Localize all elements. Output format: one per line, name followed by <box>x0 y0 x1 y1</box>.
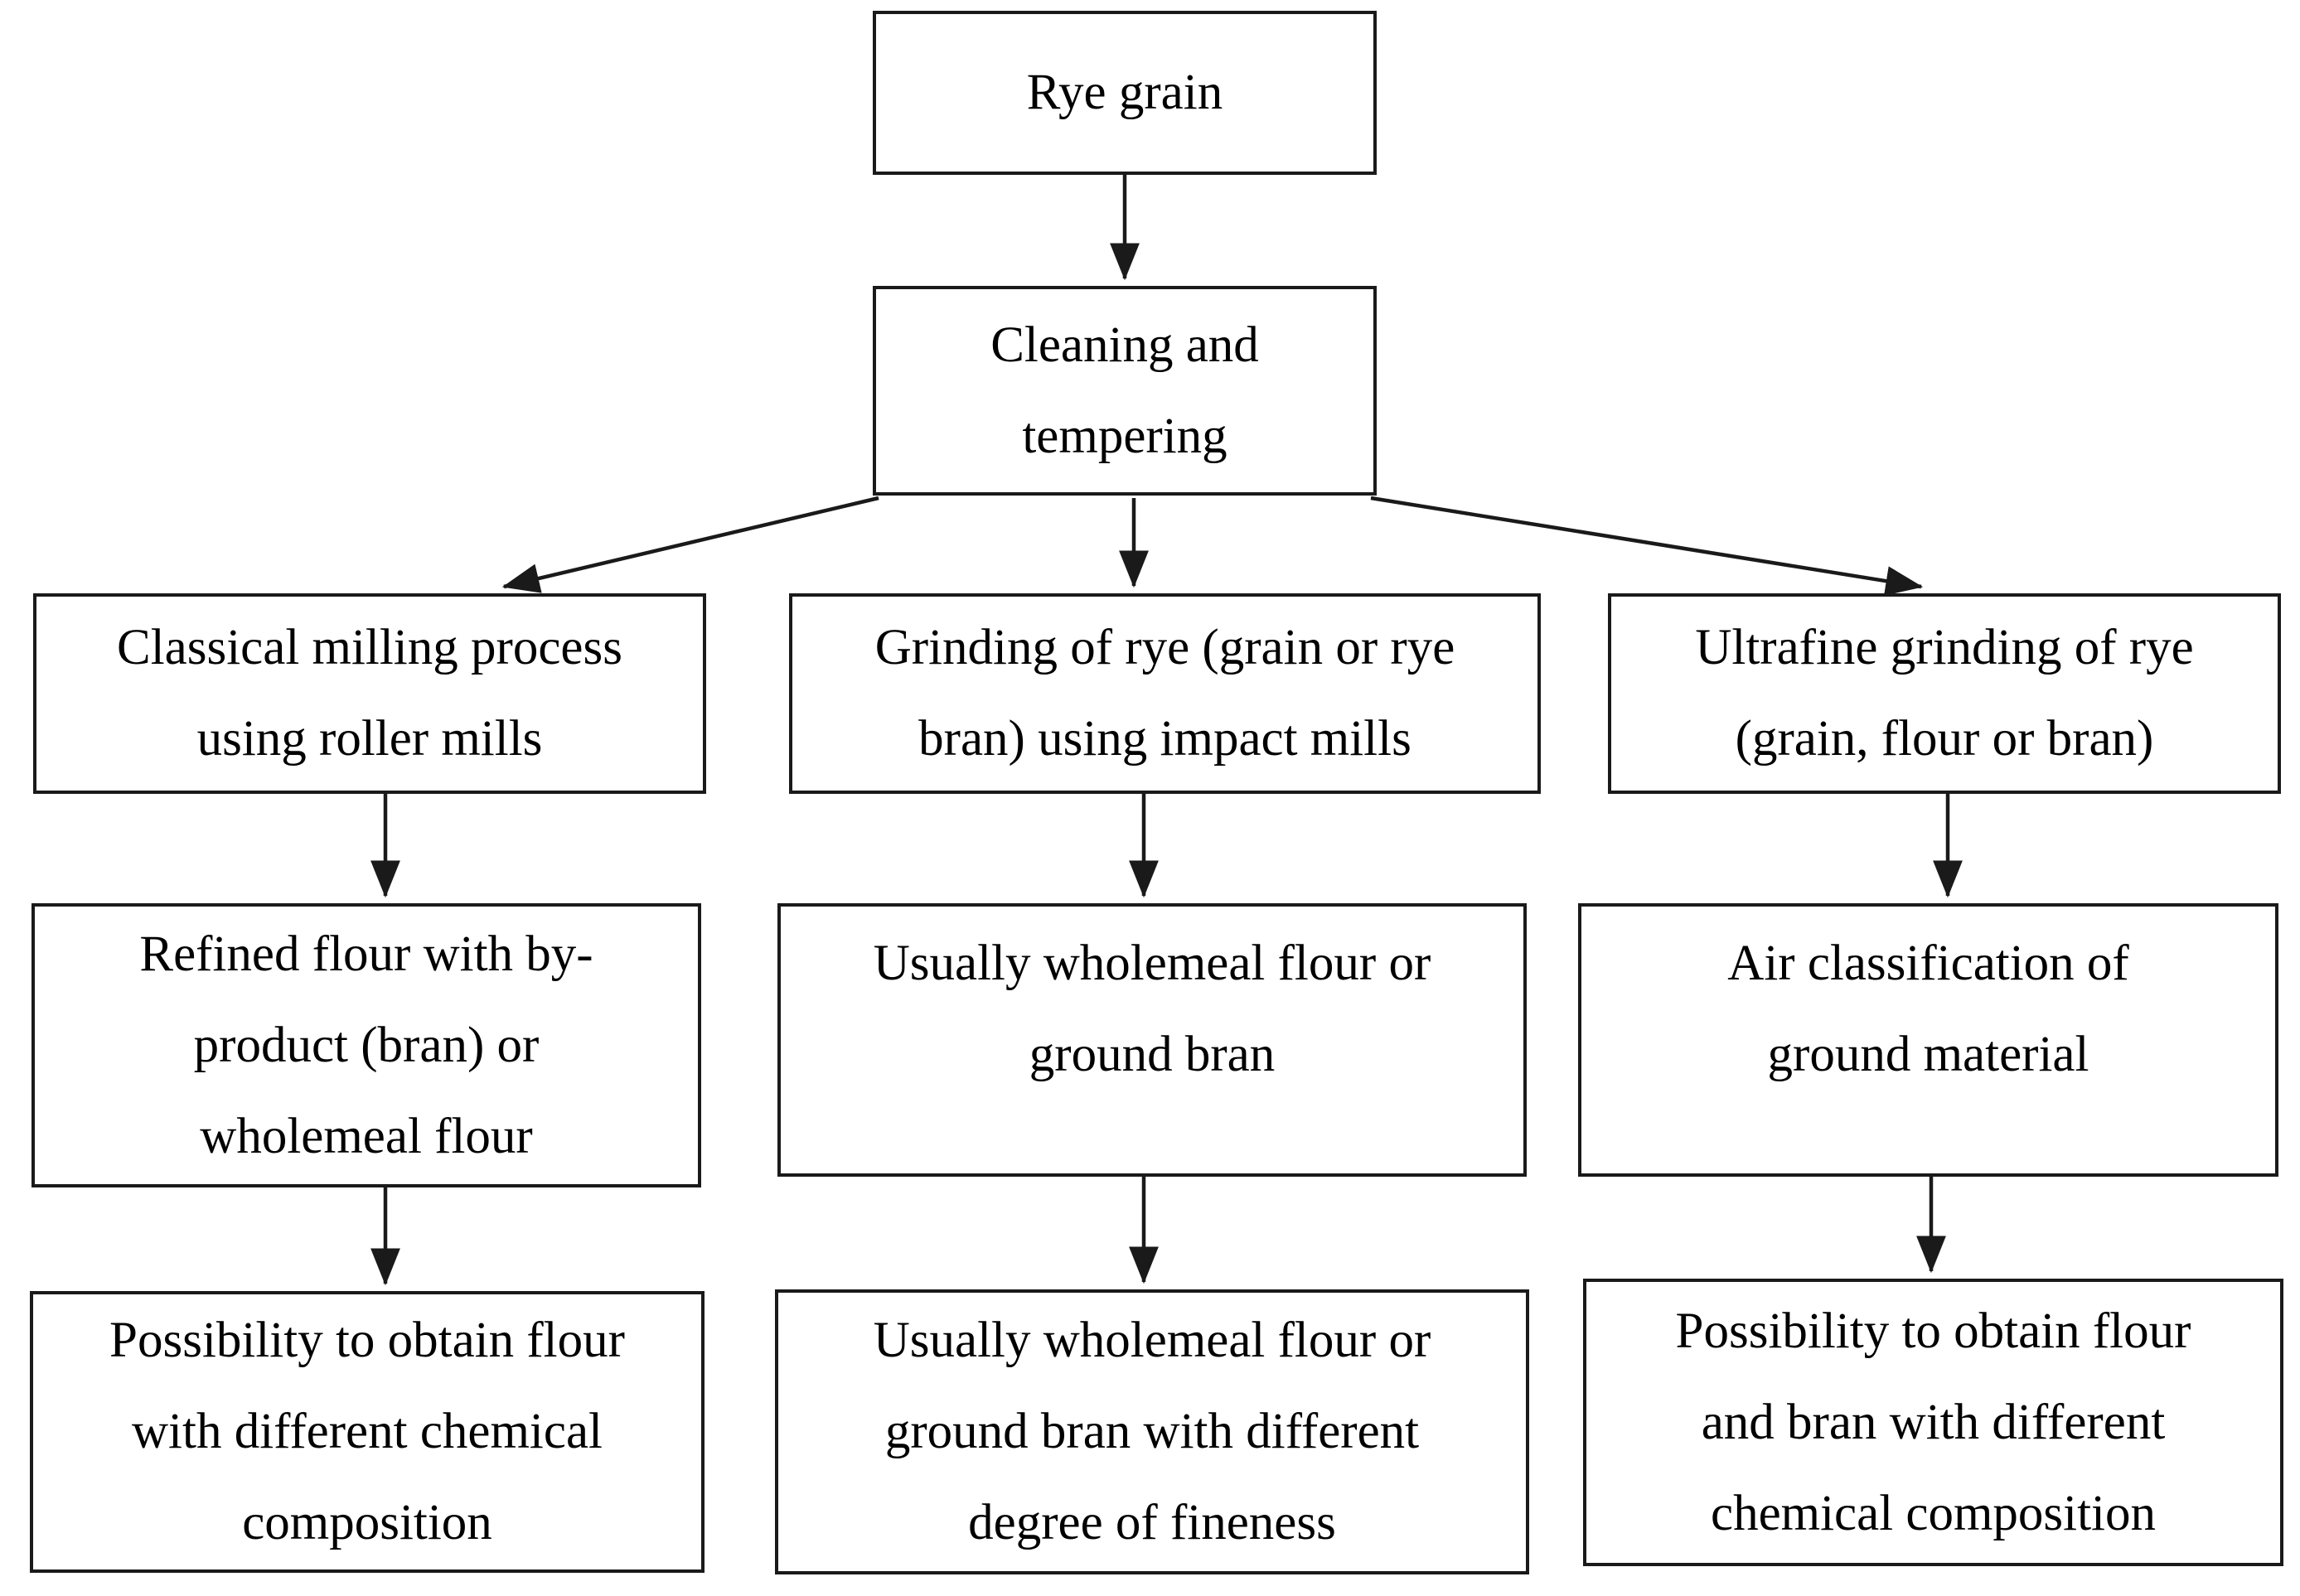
node-label: Refined flour with by- product (bran) or… <box>139 926 593 1164</box>
node-wholemeal-flour: Usually wholemeal flour or ground bran <box>777 903 1527 1177</box>
node-label: Cleaning and tempering <box>990 317 1259 464</box>
node-ultrafine-grinding: Ultrafine grinding of rye (grain, flour … <box>1608 593 2281 794</box>
node-label: Grinding of rye (grain or rye bran) usin… <box>874 620 1455 767</box>
node-classical-milling: Classical milling process using roller m… <box>33 593 706 794</box>
node-air-classification: Air classification of ground material <box>1578 903 2278 1177</box>
node-label: Classical milling process using roller m… <box>117 620 622 767</box>
node-label: Possibility to obtain flour with differe… <box>109 1313 625 1550</box>
node-cleaning-tempering: Cleaning and tempering <box>873 286 1377 496</box>
node-label: Rye grain <box>1026 65 1223 120</box>
node-possibility-flour-bran-composition: Possibility to obtain flour and bran wit… <box>1583 1279 2283 1566</box>
node-wholemeal-fineness: Usually wholemeal flour or ground bran w… <box>775 1289 1529 1574</box>
node-rye-grain: Rye grain <box>873 11 1377 175</box>
node-possibility-flour-composition: Possibility to obtain flour with differe… <box>30 1291 705 1573</box>
node-grinding-impact-mills: Grinding of rye (grain or rye bran) usin… <box>789 593 1541 794</box>
node-label: Usually wholemeal flour or ground bran <box>873 936 1431 1082</box>
node-label: Ultrafine grinding of rye (grain, flour … <box>1695 620 2194 767</box>
node-label: Possibility to obtain flour and bran wit… <box>1675 1303 2191 1541</box>
node-label: Usually wholemeal flour or ground bran w… <box>873 1313 1431 1550</box>
node-label: Air classification of ground material <box>1727 936 2129 1082</box>
edge-cleaning-ultrafine <box>1370 496 1924 596</box>
edge-cleaning-classical <box>501 496 879 593</box>
node-refined-flour: Refined flour with by- product (bran) or… <box>31 903 701 1187</box>
